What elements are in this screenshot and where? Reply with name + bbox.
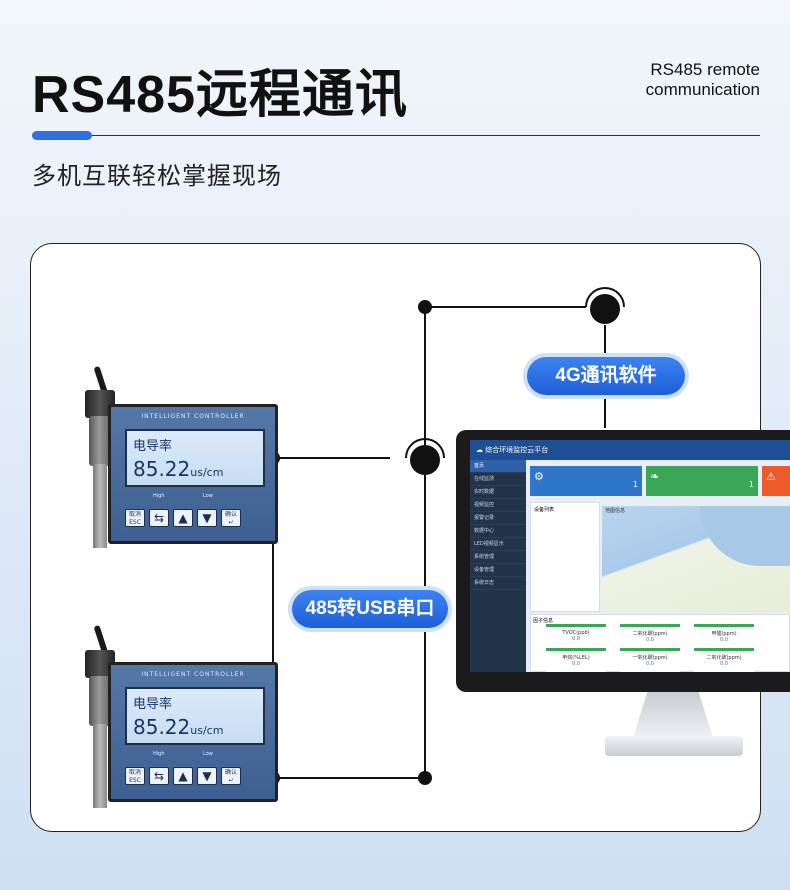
map-panel: 地图信息 [602, 506, 790, 612]
factor-tile: 一氧化碳(ppm)0.0 [620, 648, 680, 672]
factor-tile: 二氧化硫(ppm)0.0 [694, 648, 754, 672]
up-arrow-icon[interactable]: ▲ [173, 767, 193, 785]
software-screen: ☁ 综合环境监控云平台 首页 在线监测 实时数据 视频监控 报警记录 数据中心 … [470, 440, 790, 672]
software-label: 4G通讯软件 [527, 357, 685, 395]
title-english-line2: communication [645, 80, 760, 99]
menu-item[interactable]: 报警记录 [470, 512, 526, 525]
page-title: RS485远程通讯 [32, 66, 408, 124]
factor-tile: 甲烷(%LEL)0.0 [546, 648, 606, 672]
reading-value: 85.22 [133, 715, 191, 739]
monitor-base [605, 736, 743, 756]
factor-tile: TVOC(ppb)0.0 [546, 624, 606, 648]
high-indicator: High [153, 751, 165, 757]
stat-tile-blue: ⚙1 [530, 466, 642, 496]
factor-tile: 甲醛(ppm)0.0 [694, 624, 754, 648]
display-reading: 85.22us/cm [133, 457, 223, 481]
monitor: ☁ 综合环境监控云平台 首页 在线监测 实时数据 视频监控 报警记录 数据中心 … [456, 430, 790, 692]
probe-tip [93, 464, 107, 548]
reading-unit: us/cm [190, 724, 224, 737]
app-title: 综合环境监控云平台 [485, 446, 549, 454]
menu-item[interactable]: 数据中心 [470, 525, 526, 538]
controller-display: 电导率 85.22us/cm [125, 429, 265, 487]
display-reading: 85.22us/cm [133, 715, 223, 739]
menu-item[interactable]: 在线监测 [470, 473, 526, 486]
display-parameter: 电导率 [133, 697, 173, 712]
menu-item[interactable]: 视频监控 [470, 499, 526, 512]
title-english: RS485 remote communication [560, 60, 760, 100]
enter-icon: ↵ [228, 519, 234, 526]
menu-item[interactable]: LED视频显示 [470, 538, 526, 551]
tab-arrows-icon[interactable]: ⇆ [149, 767, 169, 785]
high-indicator: High [153, 493, 165, 499]
title-divider [92, 135, 760, 136]
gear-icon: ⚙ [534, 470, 544, 483]
probe-body [89, 676, 111, 726]
controller-1: INTELLIGENT CONTROLLER 电导率 85.22us/cm Hi… [108, 404, 278, 544]
ok-button[interactable]: 确认↵ [221, 509, 241, 527]
serial-label: 485转USB串口 [292, 590, 448, 628]
connector-node [590, 294, 620, 324]
factor-tile: 二氧化碳(ppm)0.0 [620, 624, 680, 648]
title-english-line1: RS485 remote [650, 60, 760, 79]
low-indicator: Low [203, 493, 213, 499]
down-arrow-icon[interactable]: ▼ [197, 509, 217, 527]
title-accent-bar [32, 131, 92, 140]
junction-node [418, 300, 432, 314]
monitor-neck [633, 692, 713, 737]
menu-item[interactable]: 首页 [470, 460, 526, 473]
connector-node [410, 445, 440, 475]
menu-item[interactable]: 系统日志 [470, 577, 526, 590]
probe-tip [93, 724, 107, 808]
controller-brand: INTELLIGENT CONTROLLER [141, 413, 245, 420]
menu-item[interactable]: 设备管理 [470, 564, 526, 577]
wire-hop-mid [405, 438, 445, 459]
tab-arrows-icon[interactable]: ⇆ [149, 509, 169, 527]
low-indicator: Low [203, 751, 213, 757]
controller-brand: INTELLIGENT CONTROLLER [141, 671, 245, 678]
menu-item[interactable]: 实时数据 [470, 486, 526, 499]
controller-display: 电导率 85.22us/cm [125, 687, 265, 745]
menu-item[interactable]: 系统管理 [470, 551, 526, 564]
stat-tile-orange: ⚠ [762, 466, 790, 496]
app-sidebar: 首页 在线监测 实时数据 视频监控 报警记录 数据中心 LED视频显示 系统管理… [470, 460, 526, 672]
controller-2: INTELLIGENT CONTROLLER 电导率 85.22us/cm Hi… [108, 662, 278, 802]
down-arrow-icon[interactable]: ▼ [197, 767, 217, 785]
device-list-panel: 设备列表 [530, 502, 600, 612]
stat-tile-green: ❧1 [646, 466, 758, 496]
probe-body [89, 416, 111, 466]
display-parameter: 电导率 [133, 439, 173, 454]
reading-unit: us/cm [190, 466, 224, 479]
map-panel-title: 地图信息 [605, 508, 626, 514]
enter-icon: ↵ [228, 777, 234, 784]
ok-button[interactable]: 确认↵ [221, 767, 241, 785]
page-subtitle: 多机互联轻松掌握现场 [32, 162, 282, 190]
up-arrow-icon[interactable]: ▲ [173, 509, 193, 527]
leaf-icon: ❧ [650, 470, 660, 483]
reading-value: 85.22 [133, 457, 191, 481]
junction-node [418, 771, 432, 785]
app-header: ☁ 综合环境监控云平台 [470, 440, 790, 460]
cloud-icon: ☁ [476, 446, 486, 454]
wire-hop-top [585, 287, 625, 308]
bell-icon: ⚠ [766, 470, 776, 483]
